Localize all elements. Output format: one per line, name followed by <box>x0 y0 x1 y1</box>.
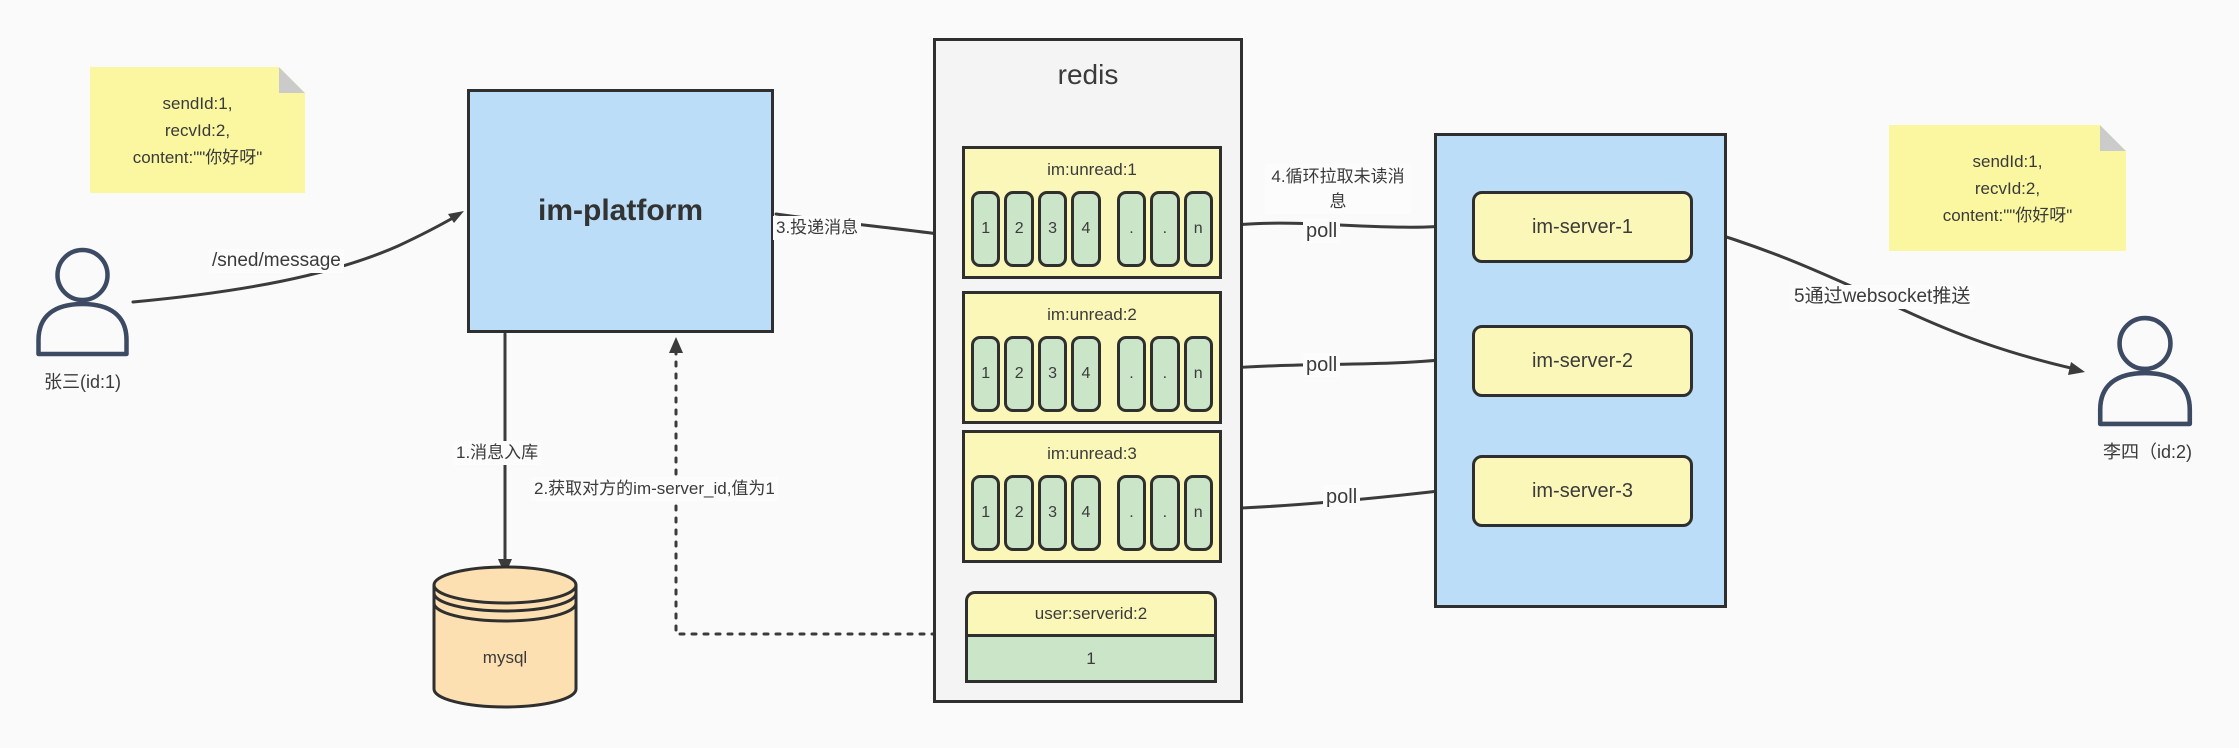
poll-edge-label-1: poll <box>1303 219 1341 243</box>
step3-edge-label: 3.投递消息 <box>773 216 862 240</box>
queue-cells: 1 2 3 4 . . n <box>965 336 1219 412</box>
queue-cell: . <box>1116 191 1147 267</box>
note-line: sendId:1, <box>1972 151 2043 171</box>
sender-actor-label: 张三(id:1) <box>43 372 121 392</box>
queue-cell: 4 <box>1071 191 1101 267</box>
note-line: recvId:2, <box>1974 178 2041 198</box>
im-platform-node: im-platform <box>467 89 774 333</box>
step1-edge-label: 1.消息入库 <box>453 441 542 465</box>
user-serverid-block: user:serverid:2 1 <box>965 591 1217 683</box>
queue-cell: n <box>1183 336 1213 412</box>
queue-cell: 2 <box>1004 336 1034 412</box>
queue-cells: 1 2 3 4 . . n <box>965 191 1219 267</box>
queue-cell: 4 <box>1071 475 1101 551</box>
queue-cell: 1 <box>971 191 1001 267</box>
unread-queue-3: im:unread:3 1 2 3 4 . . n <box>962 430 1222 563</box>
queue-cell: n <box>1183 475 1213 551</box>
queue-cell: 1 <box>971 336 1001 412</box>
queue-cell: 2 <box>1004 191 1034 267</box>
queue-cell: 3 <box>1037 336 1068 412</box>
step4-edge-label: 4.循环拉取未读消息 <box>1265 164 1411 214</box>
mysql-cylinder-icon <box>432 565 578 709</box>
poll-edge-label-3: poll <box>1323 485 1361 509</box>
queue-header: im:unread:1 <box>1047 160 1137 179</box>
note-line: content:""你好呀" <box>1942 205 2073 225</box>
queue-cell: 3 <box>1037 191 1068 267</box>
step2-edge-label: 2.获取对方的im-server_id,值为1 <box>531 477 778 501</box>
queue-header: im:unread:2 <box>1047 305 1137 324</box>
kv-header: user:serverid:2 <box>965 591 1217 637</box>
sticky-note-right: sendId:1, recvId:2, content:""你好呀" <box>1889 125 2126 251</box>
sticky-note-left: sendId:1, recvId:2, content:""你好呀" <box>90 67 305 193</box>
queue-cell: . <box>1116 475 1147 551</box>
kv-value: 1 <box>965 637 1217 683</box>
queue-cell: . <box>1116 336 1147 412</box>
queue-header: im:unread:3 <box>1047 444 1137 463</box>
note-fold-corner <box>279 67 305 93</box>
queue-cell: 2 <box>1004 475 1034 551</box>
receiver-actor-label: 李四（id:2) <box>2102 442 2192 462</box>
note-fold-corner <box>2100 125 2126 151</box>
unread-queue-1: im:unread:1 1 2 3 4 . . n <box>962 146 1222 279</box>
send-edge-label: /sned/message <box>209 249 344 273</box>
receiver-person-icon <box>2097 315 2193 427</box>
poll-edge-label-2: poll <box>1303 353 1341 377</box>
redis-panel: redis im:unread:1 1 2 3 4 . . n im:unrea… <box>933 38 1243 703</box>
queue-cell: 1 <box>971 475 1001 551</box>
note-line: content:""你好呀" <box>132 147 263 167</box>
step5-edge-label: 5通过websocket推送 <box>1791 285 1974 309</box>
queue-cell: . <box>1150 191 1180 267</box>
queue-cell: 4 <box>1071 336 1101 412</box>
sender-person-icon <box>36 247 129 357</box>
server-node-1: im-server-1 <box>1472 191 1693 263</box>
mysql-db-label: mysql <box>482 648 528 667</box>
queue-cells: 1 2 3 4 . . n <box>965 475 1219 551</box>
server-node-2: im-server-2 <box>1472 325 1693 397</box>
im-servers-panel: im-server-1 im-server-2 im-server-3 <box>1434 133 1727 608</box>
unread-queue-2: im:unread:2 1 2 3 4 . . n <box>962 291 1222 424</box>
server-node-3: im-server-3 <box>1472 455 1693 527</box>
redis-title: redis <box>1057 59 1119 90</box>
queue-cell: n <box>1183 191 1213 267</box>
queue-cell: 3 <box>1037 475 1068 551</box>
queue-cell: . <box>1150 336 1180 412</box>
note-line: recvId:2, <box>164 120 231 140</box>
note-line: sendId:1, <box>162 93 233 113</box>
queue-cell: . <box>1150 475 1180 551</box>
